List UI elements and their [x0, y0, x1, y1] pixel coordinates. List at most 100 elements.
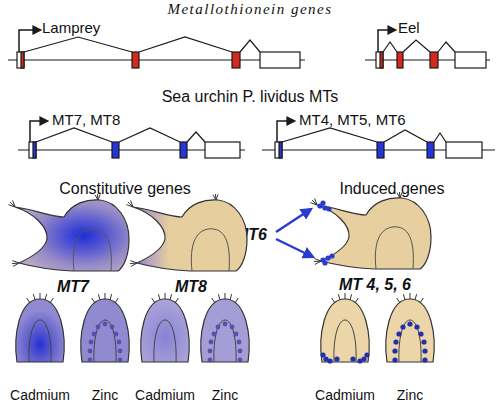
expression-dot — [117, 340, 122, 345]
treatment-label: Zinc — [74, 386, 136, 404]
expression-dot — [322, 260, 327, 265]
cilium — [27, 298, 30, 303]
expression-dot — [329, 253, 334, 258]
expression-dot — [364, 352, 369, 357]
expression-dot — [421, 339, 426, 344]
text-label: MT4, MT5, MT6 — [299, 111, 406, 129]
cilium — [225, 293, 226, 299]
cilium — [235, 298, 238, 303]
exon-coding — [232, 52, 240, 68]
embryo-drawing — [141, 293, 189, 362]
cilium — [115, 298, 118, 303]
intron-line — [139, 37, 232, 52]
archenteron — [399, 320, 421, 362]
archenteron — [334, 320, 356, 362]
text-label: Lamprey — [42, 19, 100, 37]
expression-dot — [418, 331, 423, 336]
promoter-arrow-head — [287, 117, 295, 125]
embryo-outline — [321, 299, 369, 362]
expression-dot — [320, 200, 325, 205]
exon-coding — [33, 142, 36, 158]
larva-drawing — [310, 192, 431, 269]
gene-label: MT 4, 5, 6 — [314, 275, 436, 295]
expression-dot — [407, 321, 412, 326]
cilium — [403, 294, 405, 300]
embryo-node: Cadmium — [314, 296, 376, 404]
cilium — [314, 259, 321, 261]
cilium — [170, 294, 172, 300]
cilium — [13, 200, 15, 207]
embryo-node: Zinc — [379, 296, 441, 404]
intron-line — [119, 128, 180, 142]
mt6-pointers — [276, 209, 313, 257]
cilium — [338, 294, 340, 300]
text-label: Eel — [398, 19, 420, 37]
exon-coding — [132, 52, 139, 68]
diagram-title: Metallothionein genes — [0, 1, 500, 18]
text-label: Sea urchin P. lividus MTs — [0, 88, 500, 106]
larva-gut — [375, 227, 413, 269]
cilium — [131, 263, 137, 267]
cilium — [165, 293, 166, 299]
expression-dot — [223, 322, 228, 327]
cilium — [40, 293, 41, 299]
intron-line — [403, 40, 430, 52]
cilium — [216, 194, 218, 200]
larva-outline — [15, 200, 129, 271]
intron-line — [24, 37, 132, 52]
eel-gene — [365, 26, 490, 68]
cilium — [332, 298, 335, 303]
cilium — [218, 294, 220, 300]
expression-dot — [209, 340, 214, 345]
utr-box — [205, 142, 240, 158]
cilium — [158, 294, 160, 300]
cilium — [98, 294, 100, 300]
cilium — [397, 193, 400, 198]
expression-dot — [392, 357, 397, 362]
pointer-arrow — [276, 209, 311, 232]
expression-dot — [118, 358, 123, 363]
promoter-arrow-head — [40, 117, 48, 125]
expression-dot — [89, 340, 94, 345]
embryo-outline — [201, 299, 249, 362]
archenteron — [154, 320, 176, 362]
cilium — [315, 261, 321, 265]
embryo-outline — [81, 299, 129, 362]
intron-line — [384, 130, 427, 142]
embryo-outline — [386, 299, 434, 362]
expression-dot — [212, 332, 217, 337]
expression-dot — [393, 339, 398, 344]
larva-gut — [73, 229, 111, 271]
embryo-drawing — [81, 293, 129, 362]
expression-dot — [238, 358, 243, 363]
pointer-arrow — [276, 239, 313, 257]
cilium — [33, 294, 35, 300]
cilium — [98, 194, 100, 200]
archenteron — [94, 320, 116, 362]
cilium — [350, 294, 352, 300]
embryo-drawing — [201, 293, 249, 362]
expression-dot — [88, 349, 93, 354]
embryo-drawing — [16, 293, 64, 362]
cilium — [400, 192, 402, 198]
cilium — [415, 294, 417, 300]
embryo-node: Cadmium — [134, 296, 196, 404]
embryo-node: Zinc — [194, 296, 256, 404]
treatment-label: Cadmium — [314, 386, 376, 404]
cilium — [315, 198, 317, 205]
intron-line — [187, 132, 205, 142]
expression-dot — [327, 358, 332, 363]
cilium — [345, 293, 346, 299]
cilium — [95, 195, 98, 200]
larva-drawing — [126, 194, 247, 271]
expression-dot — [422, 357, 427, 362]
expression-dot — [234, 332, 239, 337]
embryo-node: Cadmium — [9, 296, 71, 404]
exon-box — [17, 52, 24, 68]
embryo-outline — [16, 299, 64, 362]
utr-box — [446, 142, 482, 158]
expression-dot — [103, 322, 108, 327]
expression-dot — [392, 348, 397, 353]
treatment-label: Cadmium — [134, 386, 196, 404]
